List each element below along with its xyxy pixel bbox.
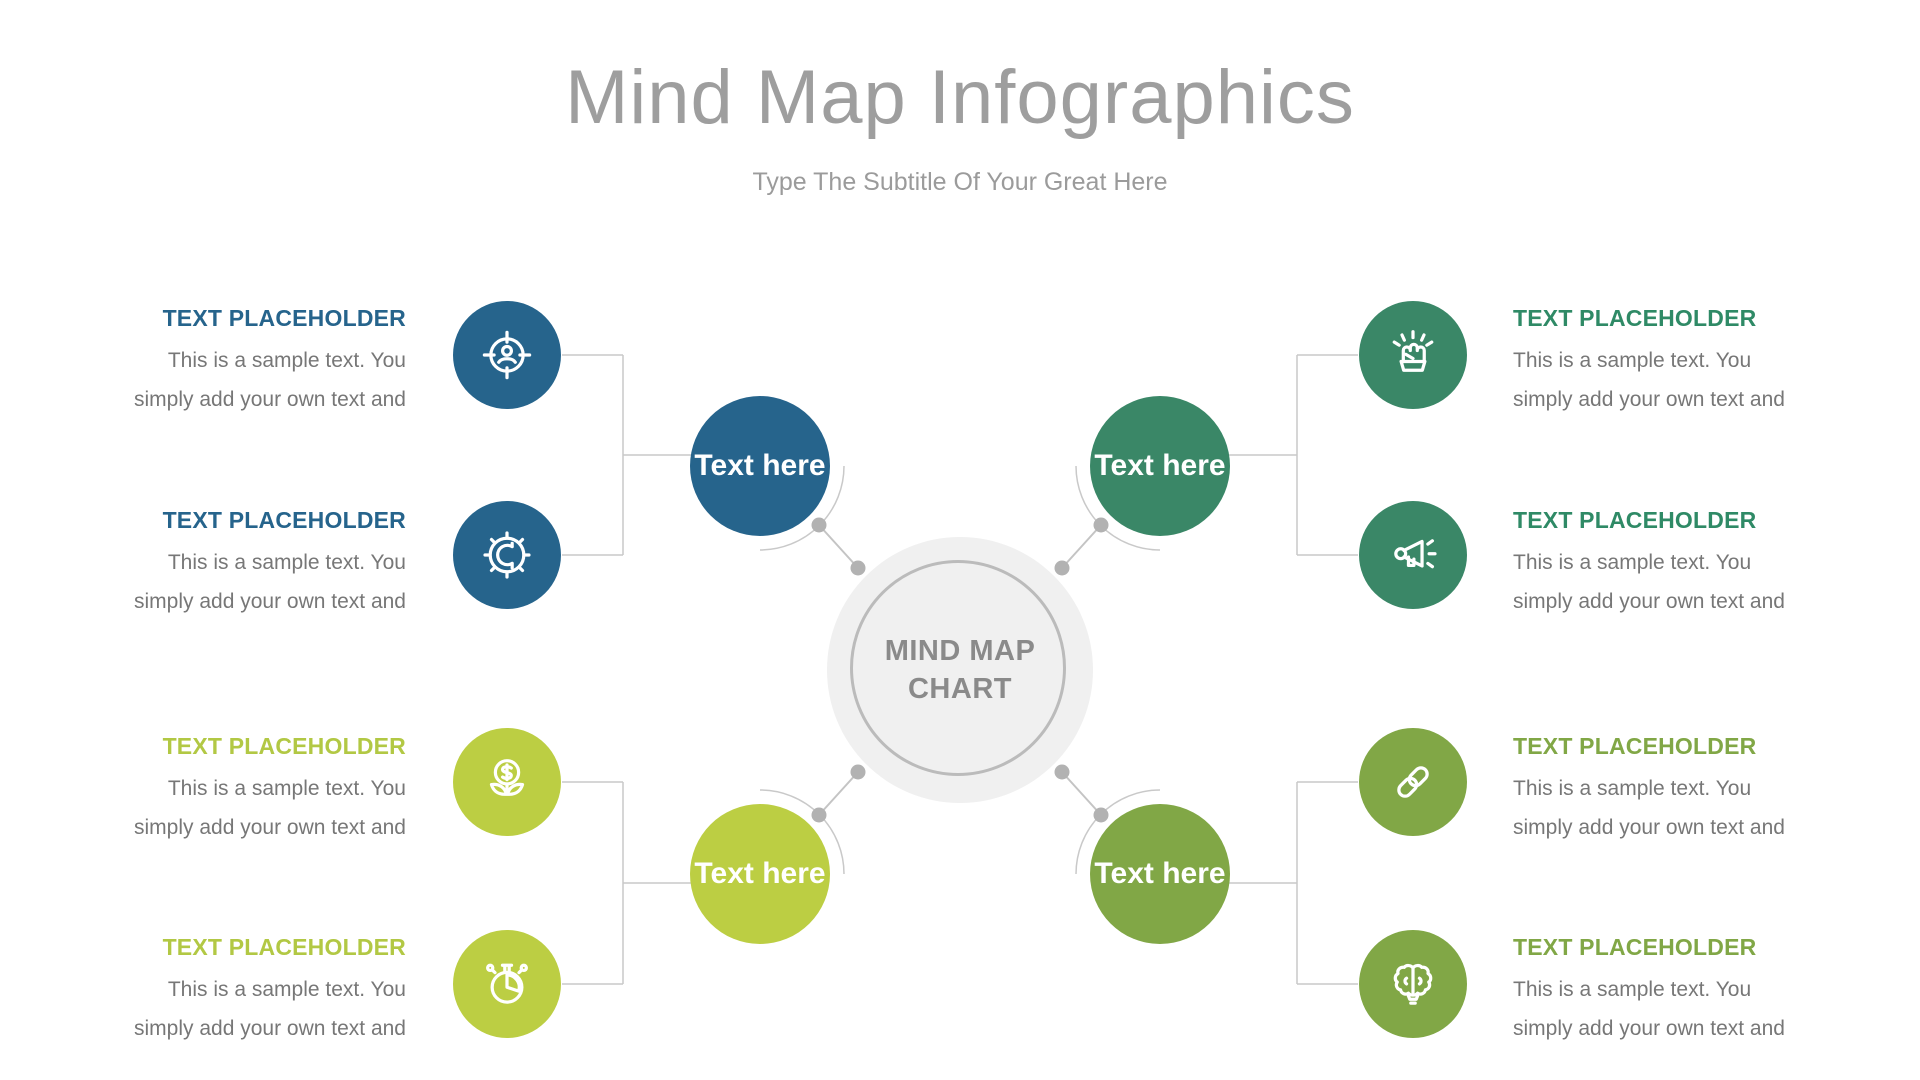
- chain-link-icon: [1397, 766, 1429, 798]
- text-block-heading: TEXT PLACEHOLDER: [162, 733, 406, 759]
- text-block-bottom-right-1: TEXT PLACEHOLDER This is a sample text. …: [1513, 731, 1833, 847]
- node-bottom-left: Text here: [690, 804, 830, 944]
- fist-rays-icon: [1392, 330, 1434, 372]
- text-block-top-left-1: TEXT PLACEHOLDER This is a sample text. …: [86, 303, 406, 419]
- icon-circle-megaphone: [1359, 501, 1467, 609]
- icon-circle-stopwatch: [453, 930, 561, 1038]
- text-block-heading: TEXT PLACEHOLDER: [1513, 733, 1757, 759]
- gear-wrench-icon: [483, 531, 531, 579]
- node-top-left: Text here: [690, 396, 830, 536]
- money-plant-icon: [489, 759, 525, 796]
- diagonal-links: [818, 524, 1102, 816]
- text-block-heading: TEXT PLACEHOLDER: [162, 934, 406, 960]
- icon-circle-fist: [1359, 301, 1467, 409]
- icon-circle-brain: [1359, 930, 1467, 1038]
- node-bottom-right: Text here: [1090, 804, 1230, 944]
- central-node-ring: [850, 560, 1066, 776]
- text-block-bottom-left-1: TEXT PLACEHOLDER This is a sample text. …: [86, 731, 406, 847]
- icon-circle-chain: [1359, 728, 1467, 836]
- stopwatch-icon: [486, 963, 528, 1004]
- icon-circle-money-plant: [453, 728, 561, 836]
- bracket-lines: [562, 354, 1358, 985]
- central-node: MIND MAP CHART: [827, 537, 1093, 803]
- text-block-bottom-left-2: TEXT PLACEHOLDER This is a sample text. …: [86, 932, 406, 1048]
- page-title: Mind Map Infographics: [565, 55, 1355, 140]
- megaphone-icon: [1394, 539, 1437, 569]
- icon-circle-gear: [453, 501, 561, 609]
- central-node-label: MIND MAP CHART: [884, 635, 1036, 705]
- text-block-top-left-2: TEXT PLACEHOLDER This is a sample text. …: [86, 505, 406, 621]
- icon-circle-target: [453, 301, 561, 409]
- brain-icon: [1393, 963, 1433, 1005]
- node-top-right: Text here: [1090, 396, 1230, 536]
- text-block-bottom-right-2: TEXT PLACEHOLDER This is a sample text. …: [1513, 932, 1833, 1048]
- text-block-top-right-2: TEXT PLACEHOLDER This is a sample text. …: [1513, 505, 1833, 621]
- text-block-heading: TEXT PLACEHOLDER: [1513, 507, 1757, 533]
- text-block-heading: TEXT PLACEHOLDER: [162, 305, 406, 331]
- target-user-icon: [482, 330, 532, 380]
- connector-dots: [811, 517, 1109, 823]
- page-subtitle: Type The Subtitle Of Your Great Here: [752, 168, 1168, 196]
- text-block-heading: TEXT PLACEHOLDER: [1513, 305, 1757, 331]
- text-block-heading: TEXT PLACEHOLDER: [1513, 934, 1757, 960]
- text-block-heading: TEXT PLACEHOLDER: [162, 507, 406, 533]
- text-block-top-right-1: TEXT PLACEHOLDER This is a sample text. …: [1513, 303, 1833, 419]
